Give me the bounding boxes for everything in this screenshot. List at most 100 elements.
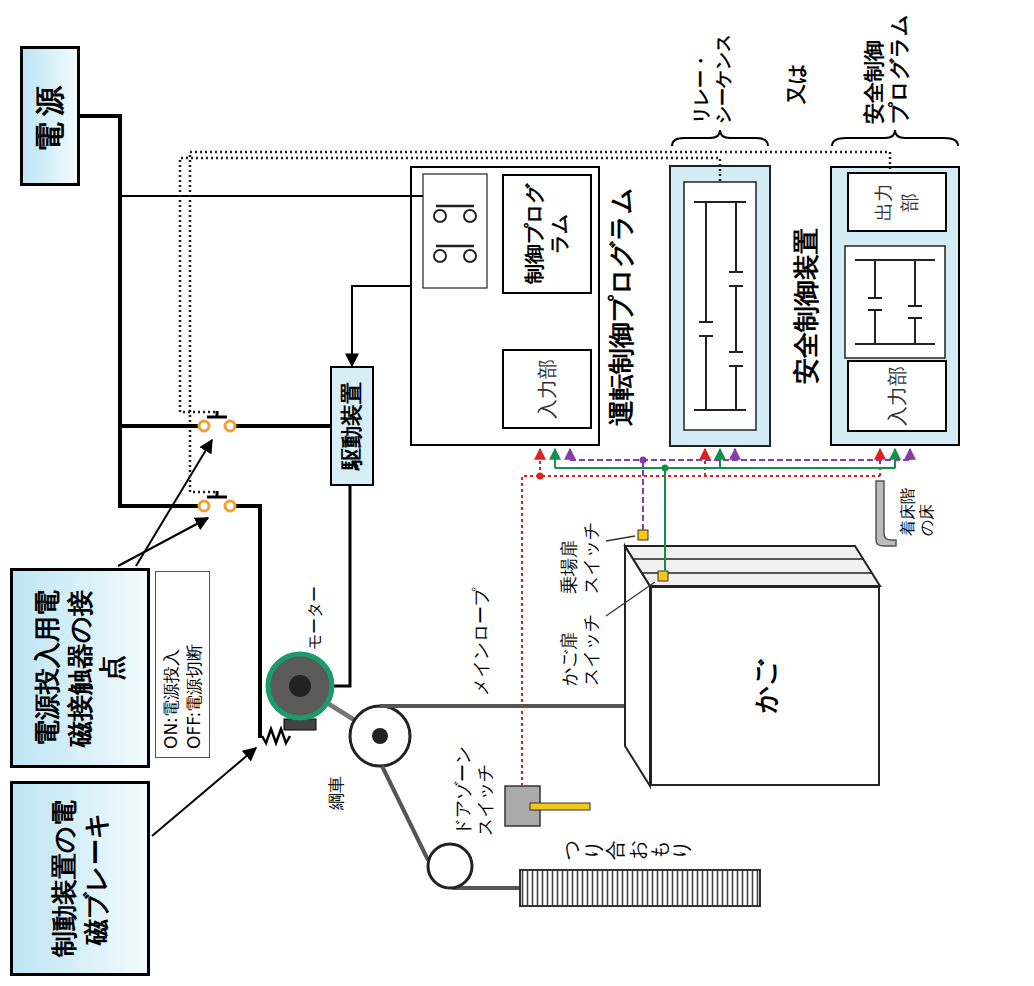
box-text: 電源投入用電磁接触器の接点 <box>31 579 129 757</box>
contactor-contact-part <box>225 501 235 511</box>
label-holder: リレー・ シーケンス <box>690 8 733 124</box>
part-label: 着床階 の床 <box>898 482 936 536</box>
part-label: かご扉 スイッチ <box>558 604 601 686</box>
car-door-switch <box>658 571 668 581</box>
car-door-signal-part <box>554 449 556 468</box>
counterweight <box>520 870 760 906</box>
car-door-signal-part <box>894 449 896 468</box>
deflector-sheave <box>428 844 472 888</box>
input-box: 入力部 <box>847 360 947 432</box>
brake-and-motor-part <box>268 654 332 718</box>
door-zone-switch <box>505 786 590 826</box>
callout-box: 制動装置の電磁ブレーキ <box>10 781 150 976</box>
safety-signal-lines <box>180 152 890 492</box>
control-contacts-part <box>464 210 476 222</box>
door-zone-signal-part <box>879 449 881 476</box>
brake-and-motor-part <box>372 728 388 744</box>
junction-dots-part <box>662 465 669 472</box>
landing-door-signal-part <box>909 449 911 460</box>
label-holder: メインロープ <box>470 581 492 696</box>
callout-box: 電源投入用電磁接触器の接点 <box>10 568 150 768</box>
part-label: メインロープ <box>470 581 492 696</box>
part-label: モーター <box>305 580 324 650</box>
landing-door-signal-part <box>734 449 736 460</box>
drive-box: 駆動装置 <box>330 366 374 486</box>
landing-door-switch <box>638 530 648 540</box>
safety-box-fill-part <box>855 260 935 344</box>
leader-lines-part <box>606 536 635 541</box>
callout-arrows-part <box>136 440 212 566</box>
brake-and-motor-part <box>350 706 410 766</box>
relay-sequence-box-part <box>694 202 746 410</box>
label-holder: 乗場扉 スイッチ <box>558 512 601 594</box>
controller-box: 運転制御プログラム入力部制御プログラム <box>410 166 600 446</box>
braces-part <box>832 130 958 146</box>
relay-sequence-box-part <box>684 182 756 430</box>
car-body-part <box>625 546 650 786</box>
door-zone-signal-part <box>539 449 541 476</box>
part-label: ドアゾーン スイッチ <box>452 736 495 836</box>
control-contacts-part <box>436 245 474 248</box>
power-wiring-part <box>120 196 440 210</box>
label-holder: つり合おもり <box>560 838 692 860</box>
output-box: 出力部 <box>847 172 947 232</box>
contactor-contact-part <box>225 421 235 431</box>
callout-arrows-part <box>152 748 256 836</box>
box-text: 入力部 <box>884 366 911 426</box>
box-text: 電源 <box>31 80 69 152</box>
label-holder: 着床階 の床 <box>898 482 936 536</box>
car-door-signal-part <box>555 468 895 571</box>
landing-door-signal-part <box>570 460 910 530</box>
car-body-part <box>625 546 880 586</box>
safety-signal-lines-part <box>180 158 720 412</box>
relay-sequence-box-part <box>670 166 770 446</box>
brake-and-motor-part <box>289 675 311 697</box>
brake-and-motor <box>262 654 410 766</box>
leader-lines-part <box>606 582 655 616</box>
box-text: ON:電源投入 <box>160 649 182 749</box>
elevator-car: かご <box>650 586 880 786</box>
label-holder: 綱車 <box>326 766 346 810</box>
landing-door-signal <box>570 449 910 530</box>
contactor-contact-part <box>199 421 209 431</box>
box-title: 運転制御プログラム <box>604 168 639 444</box>
safety-box-fill-part <box>830 166 960 446</box>
label-holder: 又は <box>784 44 808 104</box>
part-label: 安全制御 プログラム <box>862 8 912 124</box>
box-text: 駆動装置 <box>337 382 367 470</box>
control-contacts-part <box>434 250 446 262</box>
safety-controller-box: 安全制御装置入力部出力部 <box>830 166 960 446</box>
title-holder: 安全制御装置 <box>789 168 824 444</box>
safety-box-fill <box>830 166 960 446</box>
contactor-contact <box>199 411 235 433</box>
box-title: 安全制御装置 <box>789 168 824 444</box>
door-zone-signal <box>522 449 880 786</box>
landing-door-signal-part <box>569 449 571 460</box>
relay-sequence-box <box>670 166 770 446</box>
ropes <box>380 706 637 888</box>
part-label: リレー・ シーケンス <box>690 8 733 124</box>
brake-and-motor-part <box>284 719 316 730</box>
junction-dots-part <box>537 473 544 480</box>
title-holder: 運転制御プログラム <box>604 168 639 444</box>
junction-dots-part <box>640 457 647 464</box>
safety-box-fill-part <box>845 246 945 358</box>
label-holder: かご扉 スイッチ <box>558 604 601 686</box>
car-body <box>625 546 880 786</box>
braces-part <box>672 130 768 146</box>
power-box: 電源 <box>20 46 80 186</box>
control-contacts-part <box>423 174 487 288</box>
control-contacts <box>423 174 487 288</box>
connector <box>352 286 410 366</box>
contactor-contact-part <box>216 411 219 417</box>
door-zone-signal-part <box>522 476 880 786</box>
contactor-contact <box>199 491 235 513</box>
control-contacts-part <box>464 250 476 262</box>
control-contacts-part <box>436 205 474 208</box>
box-text: 出力部 <box>871 176 923 228</box>
part-label: つり合おもり <box>560 840 692 860</box>
door-zone-switch-part <box>530 803 590 810</box>
contactor-contact-part <box>216 491 219 497</box>
